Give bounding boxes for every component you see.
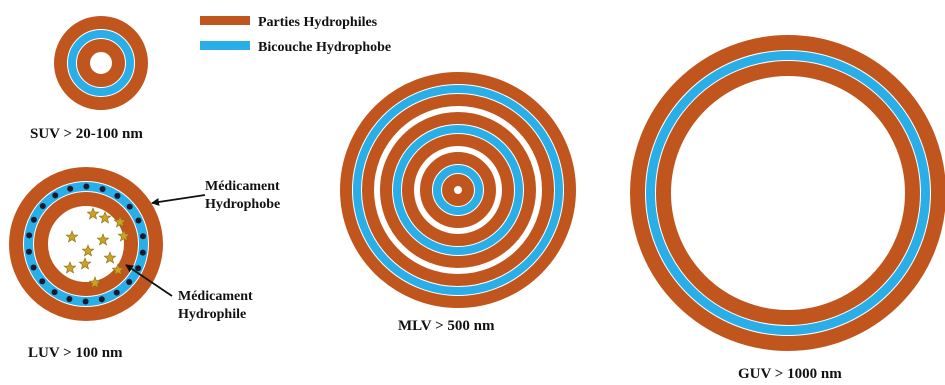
legend-label-hydrophobic: Bicouche Hydrophobe (258, 40, 391, 55)
annotation-hydrophilic-line1: Médicament (178, 289, 253, 304)
hydrophobic-drug-dot (135, 265, 142, 272)
suv-label: SUV > 20-100 nm (30, 126, 143, 142)
hydrophobic-drug-dot (98, 296, 105, 303)
hydrophobic-drug-dot (114, 192, 121, 199)
luv-inner-hydrophilic-ring (34, 192, 138, 296)
mlv-vesicle (340, 72, 576, 308)
hydrophilic-drug-star (111, 263, 125, 276)
hydrophobic-drug-dot (139, 233, 146, 240)
hydrophilic-drug-star (86, 207, 100, 220)
legend-swatch-hydrophilic (200, 16, 250, 25)
arrow-hydrophobic-drug (151, 194, 206, 206)
suv-hydrophobic-ring (68, 30, 134, 96)
mlv-layer-2-hydrophobic-ring (393, 125, 523, 255)
hydrophobic-drug-dot (99, 185, 106, 192)
hydrophilic-drug-star (98, 211, 112, 224)
hydrophobic-drug-dot (39, 278, 46, 285)
mlv-layer-2-inner-hydrophilic-ring (402, 134, 514, 246)
mlv-layer-2-outer-hydrophilic-ring (380, 112, 536, 268)
hydrophobic-drug-dot (26, 232, 33, 239)
hydrophobic-drug-dot (66, 296, 73, 303)
hydrophilic-drug-star (65, 230, 79, 243)
mlv-layer-3-hydrophobic-ring (433, 165, 483, 215)
guv-vesicle (630, 35, 945, 351)
hydrophobic-drug-dot (52, 192, 59, 199)
mlv-layer-3-outer-hydrophilic-ring (420, 152, 496, 228)
hydrophobic-drug-dot (135, 217, 142, 224)
hydrophobic-drug-dot (67, 185, 74, 192)
guv-inner-hydrophilic-ring (656, 61, 920, 325)
annotation-hydrophobic-line2: Hydrophobe (205, 197, 280, 212)
mlv-layer-1-outer-hydrophilic-ring (340, 72, 576, 308)
hydrophilic-drug-star (88, 276, 102, 289)
annotation-hydrophilic-line2: Hydrophile (178, 307, 246, 322)
legend-swatch-hydrophobic (200, 41, 250, 50)
annotation-hydrophobic-drug: Médicament Hydrophobe (151, 179, 280, 212)
hydrophobic-drug-dot (126, 278, 133, 285)
hydrophobic-drug-dot (82, 298, 89, 305)
hydrophilic-drug-star (78, 257, 92, 270)
hydrophobic-drug-dot (30, 264, 37, 271)
luv-label: LUV > 100 nm (28, 345, 123, 361)
arrow-hydrophilic-drug (125, 264, 173, 297)
suv-inner-hydrophilic-ring (77, 39, 125, 87)
suv-outer-hydrophilic-ring (54, 16, 148, 110)
hydrophobic-drug-dot (113, 289, 120, 296)
hydrophobic-drug-dots (26, 183, 146, 305)
legend: Parties Hydrophiles Bicouche Hydrophobe (200, 15, 391, 55)
mlv-layer-3-inner-hydrophilic-ring (442, 174, 474, 206)
legend-label-hydrophilic: Parties Hydrophiles (258, 15, 378, 30)
hydrophobic-drug-dot (26, 248, 33, 255)
guv-outer-hydrophilic-ring (630, 35, 945, 351)
mlv-label: MLV > 500 nm (398, 318, 495, 334)
hydrophilic-drug-star (63, 261, 77, 274)
mlv-layer-1-hydrophobic-ring (353, 85, 563, 295)
luv-vesicle (9, 167, 163, 321)
hydrophilic-drug-star (113, 215, 127, 228)
hydrophobic-drug-dot (139, 249, 146, 256)
luv-outer-hydrophilic-ring (9, 167, 163, 321)
hydrophilic-drug-stars (63, 207, 131, 289)
hydrophobic-drug-dot (83, 183, 90, 190)
guv-hydrophobic-ring (646, 51, 930, 335)
suv-vesicle (54, 16, 148, 110)
hydrophilic-drug-star (81, 244, 95, 257)
hydrophilic-drug-star (96, 233, 110, 246)
hydrophobic-drug-dot (39, 203, 46, 210)
hydrophilic-drug-star (117, 229, 131, 242)
hydrophobic-drug-dot (51, 289, 58, 296)
hydrophobic-drug-dot (30, 216, 37, 223)
annotation-hydrophilic-drug: Médicament Hydrophile (125, 264, 253, 322)
hydrophobic-drug-dot (126, 203, 133, 210)
annotation-hydrophobic-line1: Médicament (205, 179, 280, 194)
hydrophilic-drug-star (103, 251, 117, 264)
guv-label: GUV > 1000 nm (738, 366, 842, 382)
mlv-layer-1-inner-hydrophilic-ring (362, 94, 554, 286)
